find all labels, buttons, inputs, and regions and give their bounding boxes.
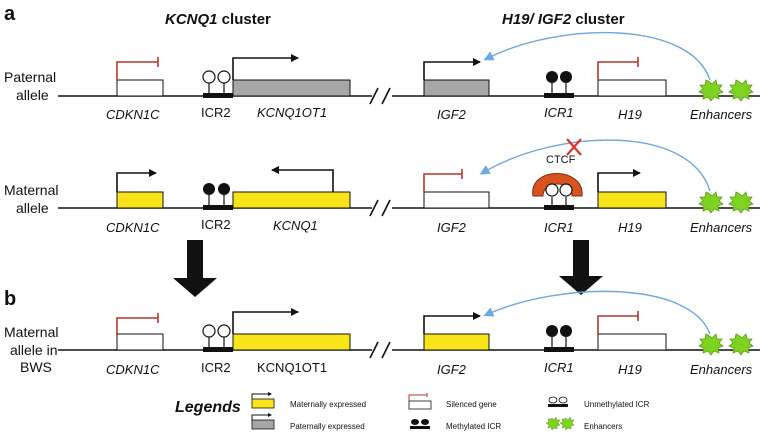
legend-unmethylated-label: Unmethylated ICR — [584, 400, 650, 409]
kcnq1ot1-gene-box — [232, 79, 351, 97]
active-promoter-arrow — [423, 58, 481, 80]
enhancers-label: Enhancers — [690, 362, 753, 377]
silenced-promoter-icon — [116, 313, 159, 334]
igf2-gene-box — [423, 79, 490, 97]
enhancer-loop-arrow — [483, 290, 711, 335]
cdkn1c-label: CDKN1C — [106, 107, 160, 122]
svg-text:Maternal: Maternal — [4, 182, 58, 198]
enhancer-loop-arrow — [479, 139, 711, 192]
kcnq1-cluster-header: KCNQ1 cluster — [165, 11, 271, 28]
panel-label-a: a — [4, 3, 16, 25]
unmethylated-icr-icon — [544, 183, 574, 210]
silenced-promoter-icon — [597, 57, 639, 80]
h19-label: H19 — [618, 107, 642, 122]
icr2-label: ICR2 — [201, 360, 231, 375]
igf2-gene-box — [423, 333, 490, 351]
cdkn1c-gene-box — [116, 333, 164, 351]
active-promoter-arrow — [597, 169, 641, 192]
legend-enhancer-icon — [545, 416, 575, 431]
kcnq1ot1-gene-box — [232, 333, 351, 351]
enhancer-star-icon — [698, 79, 724, 102]
methylated-icr-icon — [203, 183, 233, 210]
enhancer-star-icon — [698, 191, 724, 214]
row-bws: CDKN1C ICR2 KCNQ1OT1 IGF2 ICR1 — [58, 290, 760, 377]
enhancers-label: Enhancers — [690, 220, 753, 235]
enhancer-loop-arrow — [483, 31, 711, 81]
legend-silenced-swatch — [408, 393, 432, 410]
silenced-promoter-icon — [597, 311, 639, 334]
ctcf-label: CTCF — [546, 154, 576, 166]
enhancer-star-icon — [728, 191, 754, 214]
unmethylated-icr-icon — [202, 70, 233, 98]
legend-paternal-label: Paternally expressed — [290, 422, 365, 431]
cdkn1c-label: CDKN1C — [106, 220, 160, 235]
igf2-gene-box — [423, 191, 490, 209]
h19-gene-box — [597, 333, 667, 351]
transition-down-arrow — [559, 240, 603, 295]
chromosome-break — [369, 87, 391, 105]
kcnq1ot1-label: KCNQ1OT1 — [257, 360, 327, 375]
igf2-label: IGF2 — [437, 107, 467, 122]
row-label-paternal: Paternal allele — [4, 69, 56, 103]
active-promoter-arrow — [232, 54, 299, 80]
cdkn1c-gene-box — [116, 79, 164, 97]
svg-text:allele: allele — [16, 200, 49, 216]
active-promoter-arrow — [232, 308, 299, 334]
enhancer-star-icon — [728, 333, 754, 356]
unmethylated-icr-icon — [202, 324, 233, 352]
legend-title: Legends — [175, 399, 241, 416]
icr1-label: ICR1 — [544, 360, 574, 375]
legend-methylated-icon — [410, 419, 430, 429]
h19-label: H19 — [618, 220, 642, 235]
kcnq1-gene-box — [232, 191, 351, 209]
h19-gene-box — [597, 191, 667, 209]
legend-unmethylated-icon — [548, 396, 568, 407]
svg-text:Paternal: Paternal — [4, 69, 56, 85]
panel-label-b: b — [4, 288, 16, 310]
svg-text:allele: allele — [16, 87, 49, 103]
h19-gene-box — [597, 79, 667, 97]
igf2-label: IGF2 — [437, 362, 467, 377]
silenced-promoter-icon — [116, 57, 159, 80]
legend-maternal-label: Maternally expressed — [290, 400, 366, 409]
enhancer-star-icon — [728, 79, 754, 102]
row-paternal: CDKN1C ICR2 KCNQ1OT1 IGF2 ICR1 — [58, 31, 760, 122]
transition-down-arrow — [173, 240, 217, 297]
enhancer-star-icon — [698, 333, 724, 356]
kcnq1-label: KCNQ1 — [273, 218, 318, 233]
legend-enhancers-label: Enhancers — [584, 422, 622, 431]
h19-igf2-cluster-header: H19/ IGF2 cluster — [502, 11, 625, 28]
legend: Legends Maternally expressed Paternally … — [175, 392, 650, 431]
h19-label: H19 — [618, 362, 642, 377]
icr1-label: ICR1 — [544, 105, 574, 120]
svg-text:Maternal: Maternal — [4, 324, 58, 340]
blocked-x-icon — [566, 138, 582, 156]
active-promoter-arrow — [271, 166, 334, 192]
legend-paternal-swatch — [251, 413, 275, 430]
cdkn1c-label: CDKN1C — [106, 362, 160, 377]
chromosome-break — [369, 199, 391, 217]
legend-maternal-swatch — [251, 392, 275, 409]
svg-text:BWS: BWS — [20, 359, 52, 375]
active-promoter-arrow — [423, 312, 481, 334]
cdkn1c-gene-box — [116, 191, 164, 209]
icr2-label: ICR2 — [201, 105, 231, 120]
active-promoter-arrow — [116, 169, 157, 192]
silenced-promoter-icon — [423, 169, 463, 192]
icr1-label: ICR1 — [544, 220, 574, 235]
legend-silenced-label: Silenced gene — [446, 400, 497, 409]
row-label-maternal: Maternal allele — [4, 182, 58, 216]
kcnq1ot1-label: KCNQ1OT1 — [257, 105, 327, 120]
row-maternal: CDKN1C ICR2 KCNQ1 IGF2 CTCF ICR1 — [58, 138, 760, 235]
methylated-icr-icon — [544, 71, 574, 98]
row-label-bws: Maternal allele in BWS — [4, 324, 58, 375]
legend-methylated-label: Methylated ICR — [446, 422, 501, 431]
svg-text:allele in: allele in — [10, 342, 57, 358]
methylated-icr-icon — [544, 325, 574, 352]
enhancers-label: Enhancers — [690, 107, 753, 122]
igf2-label: IGF2 — [437, 220, 467, 235]
icr2-label: ICR2 — [201, 217, 231, 232]
chromosome-break — [369, 341, 391, 359]
